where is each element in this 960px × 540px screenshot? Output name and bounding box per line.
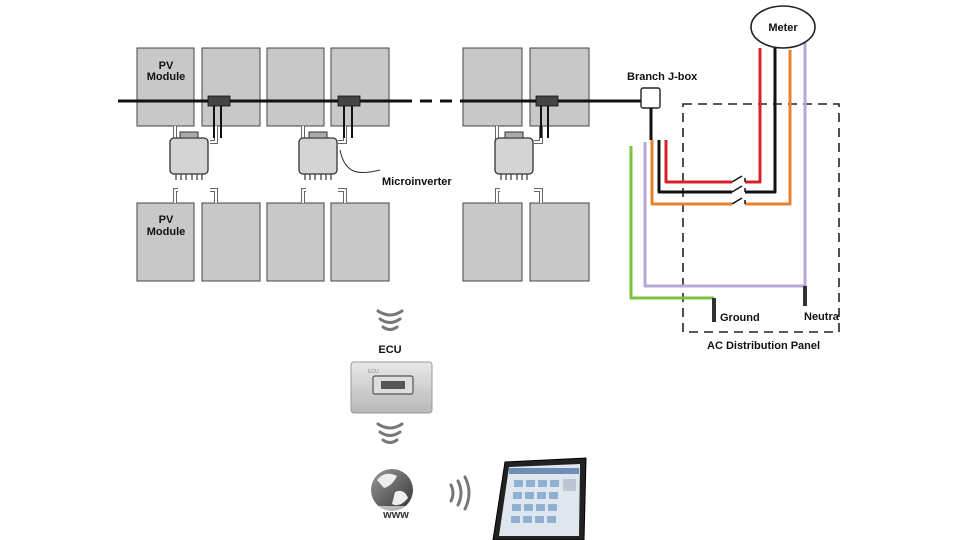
www-label: www bbox=[382, 509, 409, 521]
pv-module bbox=[462, 202, 523, 282]
pv-module bbox=[266, 202, 325, 282]
branch-jbox-label: Branch J-box bbox=[627, 71, 698, 83]
microinverter-group bbox=[169, 131, 534, 181]
meter-icon bbox=[750, 5, 816, 49]
ecu-device-icon: ECU bbox=[350, 361, 433, 414]
branch-jbox bbox=[640, 87, 661, 109]
bus-connectors bbox=[207, 95, 559, 107]
microinverter-label: Microinverter bbox=[382, 176, 452, 188]
pv-module bbox=[529, 47, 590, 127]
globe-icon: www bbox=[371, 469, 418, 521]
ground-label: Ground bbox=[720, 312, 760, 324]
dc-leads bbox=[173, 126, 543, 203]
pv-module-label: Module bbox=[147, 71, 186, 83]
bus-taps bbox=[213, 103, 549, 138]
pv-module bbox=[330, 202, 390, 282]
pv-module bbox=[529, 202, 590, 282]
neutral-label: Neutra bbox=[804, 311, 840, 323]
microinverter-callout bbox=[339, 149, 381, 173]
pv-module-row-bottom bbox=[136, 202, 590, 282]
microinverter-icon bbox=[494, 131, 534, 181]
ecu-label: ECU bbox=[378, 344, 401, 356]
pv-module bbox=[266, 47, 325, 127]
wifi-signal-icon bbox=[376, 422, 404, 444]
pv-module-label: PV bbox=[159, 214, 174, 226]
pv-module bbox=[136, 47, 195, 127]
pv-module-row-top bbox=[136, 47, 590, 127]
pv-module bbox=[201, 47, 261, 127]
pv-module bbox=[136, 202, 195, 282]
tablet-icon bbox=[492, 457, 587, 540]
pv-module bbox=[330, 47, 390, 127]
circuit-breaker-icon bbox=[731, 175, 746, 205]
pv-module-label: PV bbox=[159, 60, 174, 72]
pv-module bbox=[201, 202, 261, 282]
microinverter-icon bbox=[169, 131, 209, 181]
svg-text:ECU: ECU bbox=[368, 369, 379, 375]
broadcast-waves-icon bbox=[449, 475, 471, 511]
ac-panel-label: AC Distribution Panel bbox=[707, 340, 820, 352]
microinverter-icon bbox=[298, 131, 338, 181]
meter-label: Meter bbox=[768, 22, 798, 34]
wifi-signal-icon bbox=[376, 309, 404, 331]
panel-wiring bbox=[629, 28, 807, 300]
pv-module bbox=[462, 47, 523, 127]
pv-module-label: Module bbox=[147, 226, 186, 238]
